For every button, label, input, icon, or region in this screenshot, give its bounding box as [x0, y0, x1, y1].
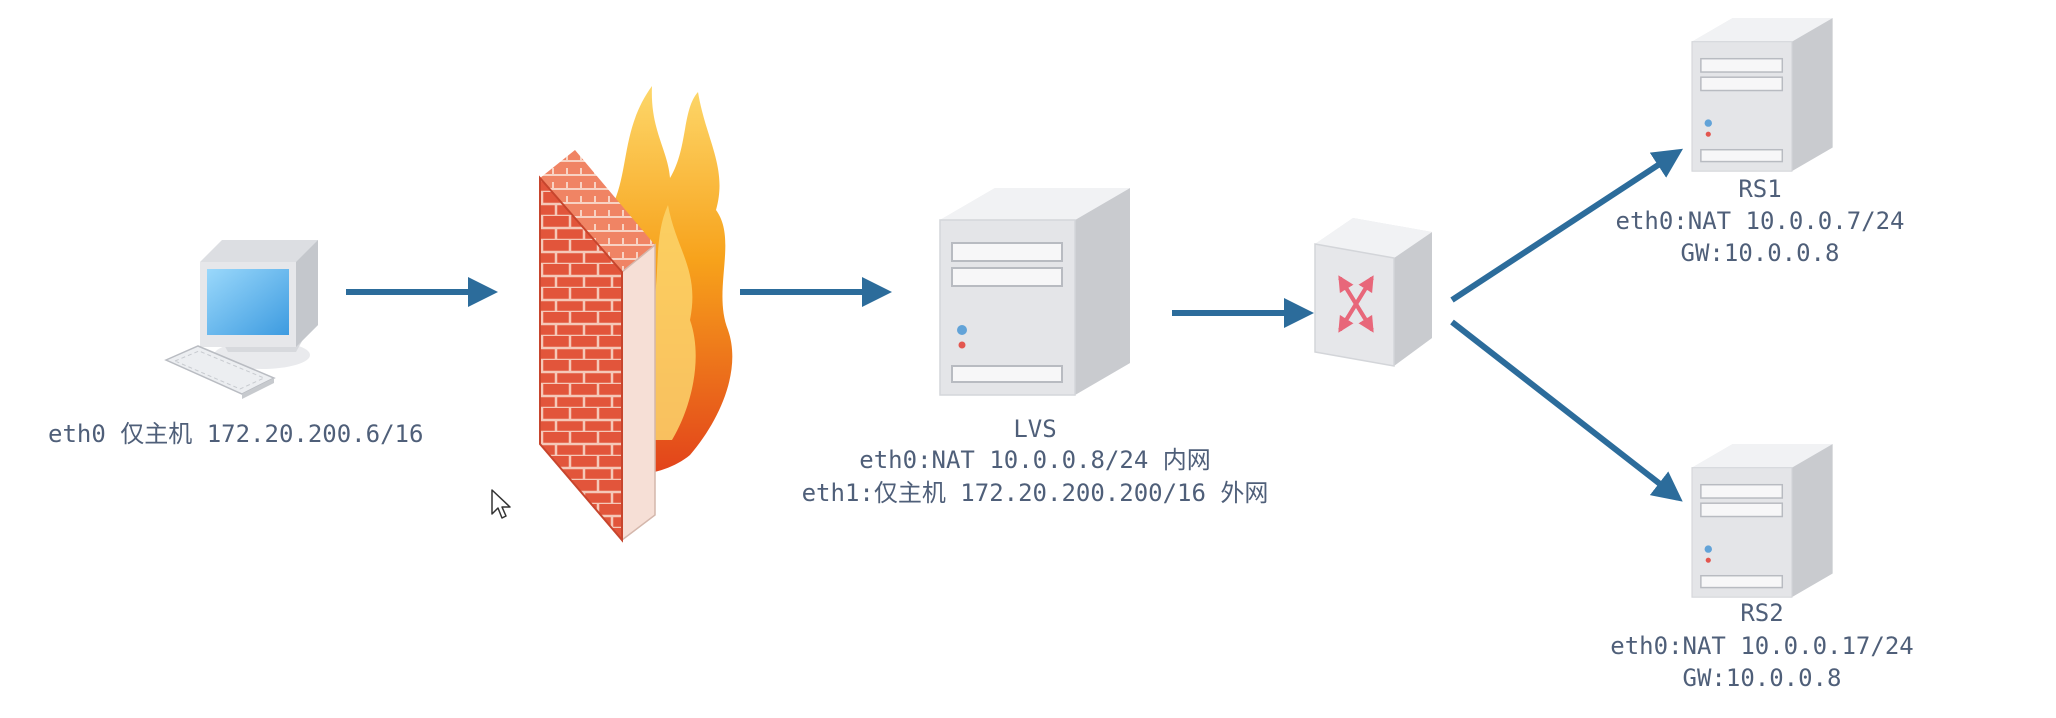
lvs-name: LVS [1013, 415, 1056, 443]
client-label: eth0 仅主机 172.20.200.6/16 [48, 420, 423, 448]
rs1-eth0-label: eth0:NAT 10.0.0.7/24 [1616, 207, 1905, 235]
mouse-pointer-icon [491, 489, 511, 519]
rs2-gw-label: GW:10.0.0.8 [1683, 664, 1842, 692]
edges [346, 148, 1684, 502]
server-tower-icon [1691, 17, 1834, 172]
firewall-icon [539, 86, 733, 543]
lvs-eth1-label: eth1:仅主机 172.20.200.200/16 外网 [802, 479, 1269, 507]
rs1-name: RS1 [1738, 175, 1781, 203]
rs2-name: RS2 [1740, 599, 1783, 627]
edge-switch-rs1 [1450, 148, 1684, 303]
rs2-eth0-label: eth0:NAT 10.0.0.17/24 [1610, 632, 1913, 660]
server-tower-icon [1691, 443, 1834, 598]
edge-switch-rs2 [1450, 319, 1683, 502]
desktop-computer-icon [164, 240, 318, 399]
switch-icon [1314, 218, 1432, 367]
server-tower-icon [939, 187, 1131, 396]
rs1-gw-label: GW:10.0.0.8 [1681, 239, 1840, 267]
lvs-eth0-label: eth0:NAT 10.0.0.8/24 内网 [859, 446, 1210, 474]
